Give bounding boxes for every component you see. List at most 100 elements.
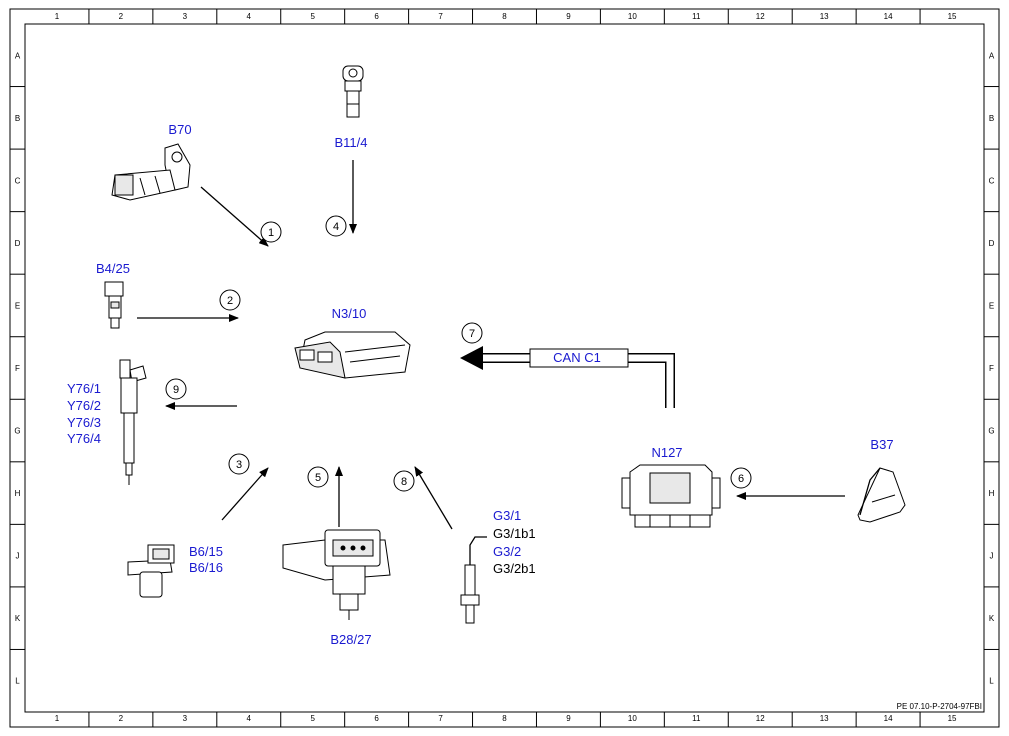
can-c1-arrowhead bbox=[460, 346, 483, 370]
b70-sensor-drawing bbox=[111, 143, 191, 201]
label-b37: B37 bbox=[870, 437, 893, 452]
b6-15-sensor-drawing bbox=[127, 544, 175, 598]
grid-col-label: 13 bbox=[820, 714, 829, 723]
grid-row-label: B bbox=[989, 114, 994, 123]
grid-row-label: K bbox=[989, 614, 995, 623]
arrow-1 bbox=[200, 186, 269, 247]
b37-pedal-drawing bbox=[857, 467, 906, 523]
grid-col-label: 12 bbox=[756, 714, 765, 723]
callout-1: 1 bbox=[260, 221, 282, 243]
label-b28-27: B28/27 bbox=[330, 632, 371, 647]
callout-9: 9 bbox=[165, 378, 187, 400]
signal-arrows bbox=[137, 160, 845, 530]
grid-col-label: 13 bbox=[820, 12, 829, 21]
label-n3-10: N3/10 bbox=[332, 306, 367, 321]
callout-6: 6 bbox=[730, 467, 752, 489]
grid-col-label: 15 bbox=[948, 12, 957, 21]
label-b70: B70 bbox=[168, 122, 191, 137]
label-n127: N127 bbox=[651, 445, 682, 460]
grid-col-label: 14 bbox=[884, 12, 893, 21]
grid-col-label: 11 bbox=[692, 714, 701, 723]
label-y76-1: Y76/1 bbox=[67, 381, 101, 396]
label-y76-3: Y76/3 bbox=[67, 415, 101, 430]
y76-injector-drawing bbox=[119, 359, 147, 485]
grid-col-label: 4 bbox=[247, 714, 252, 723]
n3-10-ecu-drawing bbox=[294, 331, 411, 379]
grid-row-label: B bbox=[15, 114, 20, 123]
label-g3-2b1: G3/2b1 bbox=[493, 561, 536, 576]
grid-row-label: C bbox=[15, 176, 21, 185]
arrow-3 bbox=[221, 467, 269, 521]
label-g3-1: G3/1 bbox=[493, 508, 521, 523]
grid-row-label: J bbox=[990, 552, 994, 561]
svg-text:7: 7 bbox=[469, 328, 475, 340]
svg-text:5: 5 bbox=[315, 472, 321, 484]
b28-27-sensor-drawing bbox=[282, 529, 391, 620]
svg-text:2: 2 bbox=[227, 295, 233, 307]
grid-col-label: 8 bbox=[502, 714, 507, 723]
grid-row-label: L bbox=[989, 677, 994, 686]
label-g3-2: G3/2 bbox=[493, 544, 521, 559]
grid-row-label: E bbox=[989, 301, 994, 310]
reference-number: PE 07.10-P-2704-97FBI bbox=[897, 702, 982, 711]
svg-text:6: 6 bbox=[738, 473, 744, 485]
svg-text:3: 3 bbox=[236, 459, 242, 471]
grid-col-label: 1 bbox=[55, 714, 60, 723]
grid-col-label: 10 bbox=[628, 12, 637, 21]
svg-text:9: 9 bbox=[173, 384, 179, 396]
label-can-c1: CAN C1 bbox=[553, 350, 601, 365]
can-c1-bus-line bbox=[460, 346, 675, 408]
svg-text:1: 1 bbox=[268, 227, 274, 239]
grid-col-label: 3 bbox=[183, 714, 188, 723]
grid-row-label: H bbox=[15, 489, 21, 498]
grid-col-label: 7 bbox=[438, 12, 443, 21]
grid-col-label: 9 bbox=[566, 714, 571, 723]
grid-row-label: E bbox=[15, 301, 20, 310]
grid-col-label: 14 bbox=[884, 714, 893, 723]
grid-col-label: 10 bbox=[628, 714, 637, 723]
grid-row-label: G bbox=[14, 427, 20, 436]
n127-control-unit-drawing bbox=[621, 464, 721, 528]
label-b6-15: B6/15 bbox=[189, 544, 223, 559]
can-c1-label-box bbox=[529, 348, 629, 368]
grid-col-label: 7 bbox=[438, 714, 443, 723]
grid-row-label: D bbox=[15, 239, 21, 248]
g3-o2-sensor-drawing bbox=[460, 536, 487, 624]
b11-4-sensor-drawing bbox=[342, 65, 364, 118]
grid-labels: 1122334455667788991010111112121313141415… bbox=[14, 12, 994, 723]
callout-4: 4 bbox=[325, 215, 347, 237]
grid-col-label: 6 bbox=[374, 714, 379, 723]
grid-row-label: A bbox=[989, 51, 995, 60]
grid-col-label: 15 bbox=[948, 714, 957, 723]
arrow-8 bbox=[414, 466, 453, 530]
grid-col-label: 3 bbox=[183, 12, 188, 21]
grid-col-label: 4 bbox=[247, 12, 252, 21]
svg-text:4: 4 bbox=[333, 221, 339, 233]
callout-3: 3 bbox=[228, 453, 250, 475]
grid-row-label: K bbox=[15, 614, 21, 623]
callout-7: 7 bbox=[461, 322, 483, 344]
grid-col-label: 6 bbox=[374, 12, 379, 21]
grid-row-label: F bbox=[989, 364, 994, 373]
grid-row-label: J bbox=[16, 552, 20, 561]
grid-col-label: 5 bbox=[310, 12, 315, 21]
grid-col-label: 8 bbox=[502, 12, 507, 21]
label-g3-1b1: G3/1b1 bbox=[493, 526, 536, 541]
grid-col-label: 1 bbox=[55, 12, 60, 21]
b4-25-sensor-drawing bbox=[104, 281, 124, 329]
callout-8: 8 bbox=[393, 470, 415, 492]
label-b6-16: B6/16 bbox=[189, 560, 223, 575]
inner-frame bbox=[24, 23, 985, 713]
label-b11-4: B11/4 bbox=[334, 135, 367, 150]
grid-row-label: D bbox=[989, 239, 995, 248]
grid-row-label: A bbox=[15, 51, 21, 60]
label-y76-4: Y76/4 bbox=[67, 431, 101, 446]
callout-2: 2 bbox=[219, 289, 241, 311]
grid-col-label: 5 bbox=[310, 714, 315, 723]
outer-frame bbox=[9, 8, 1000, 728]
grid-row-label: G bbox=[988, 427, 994, 436]
label-b4-25: B4/25 bbox=[96, 261, 130, 276]
grid-col-label: 2 bbox=[119, 12, 124, 21]
component-labels: B70 B11/4 B4/25 N3/10 Y76/1 Y76/2 Y76/3 … bbox=[67, 122, 894, 647]
